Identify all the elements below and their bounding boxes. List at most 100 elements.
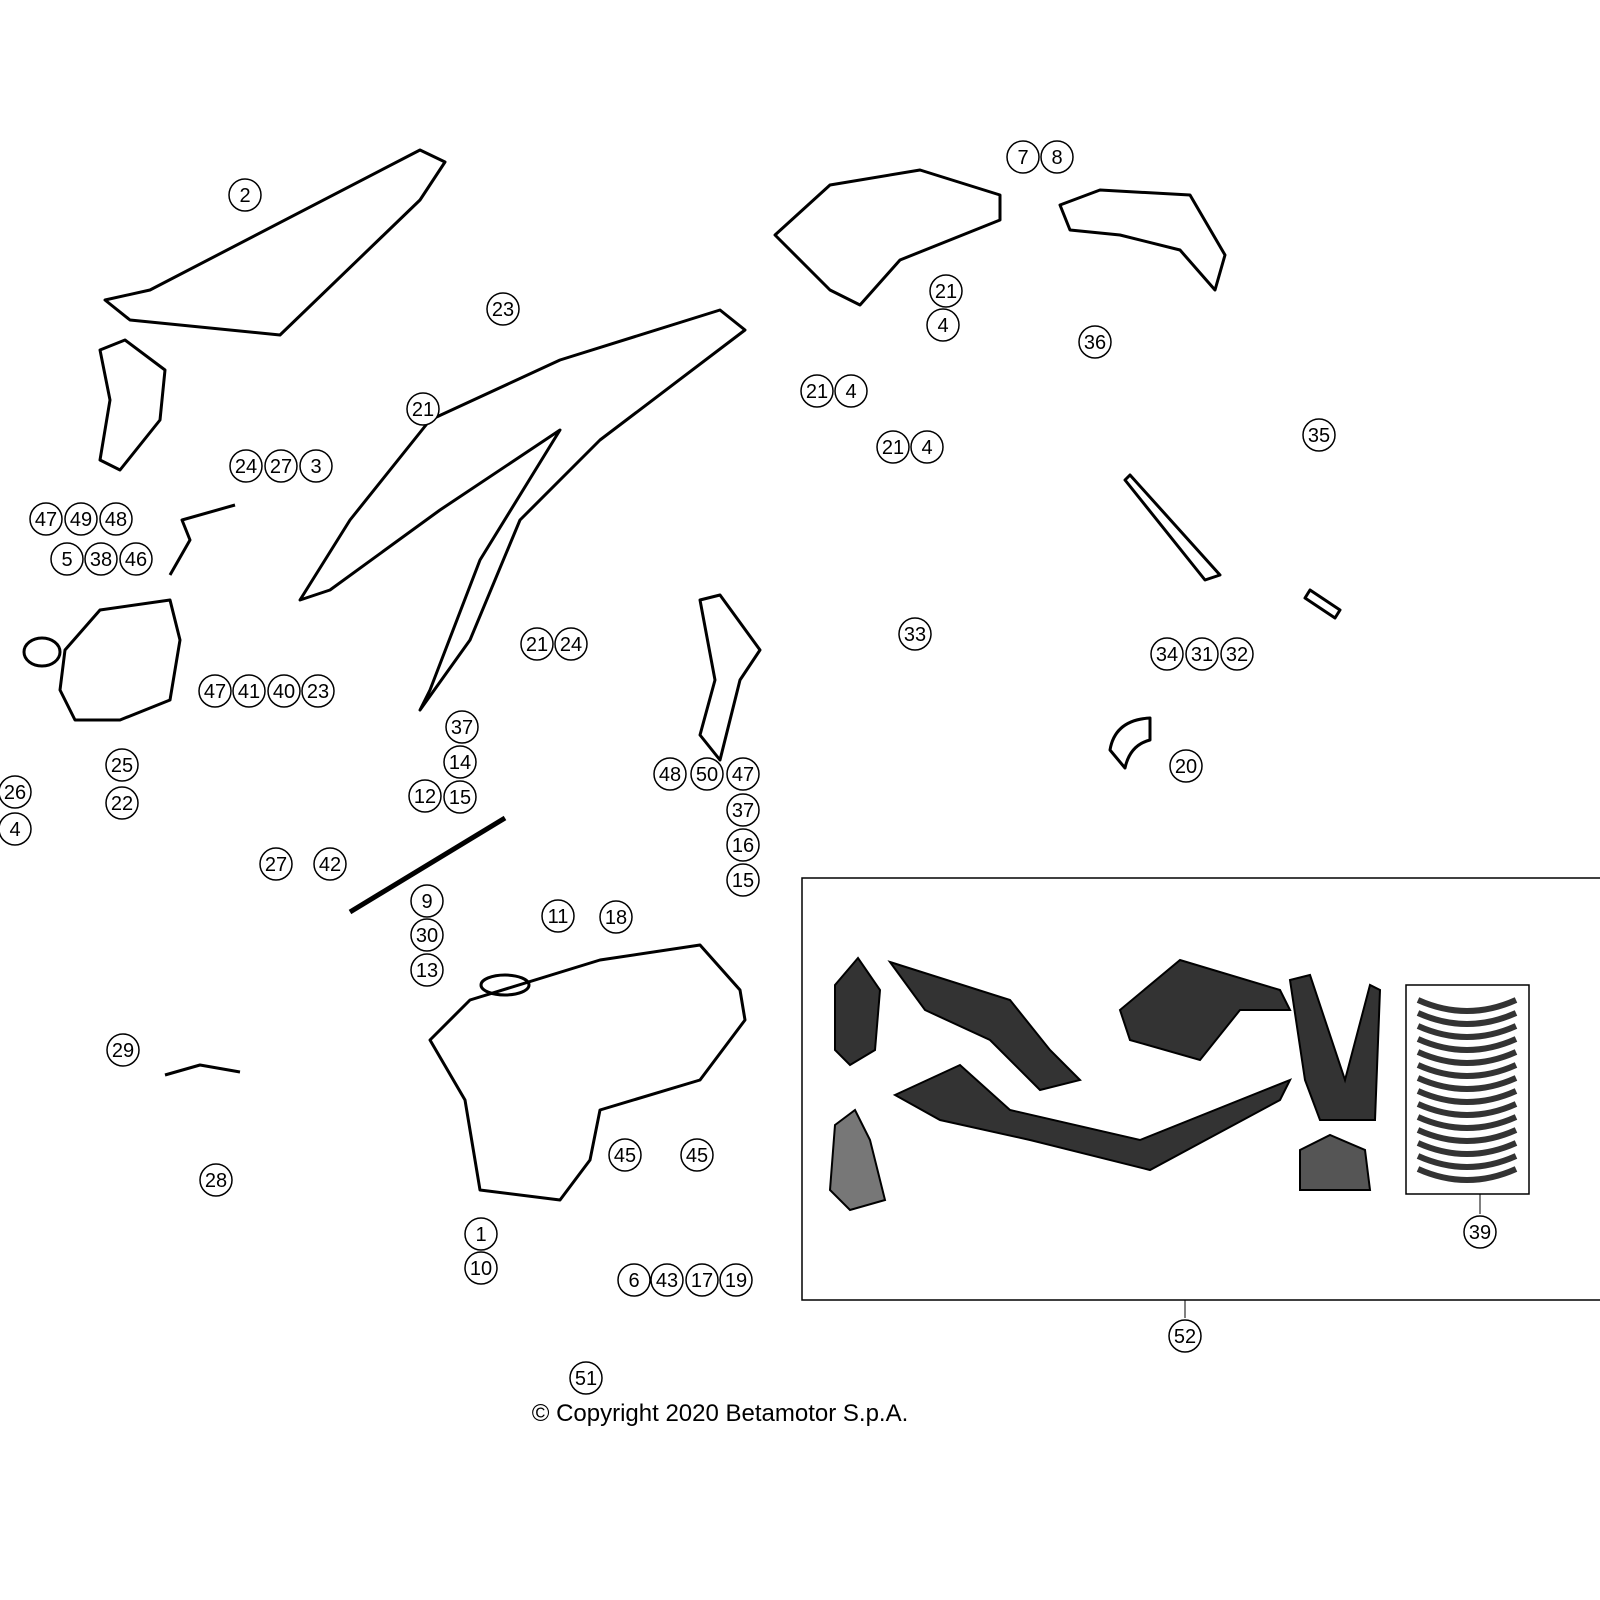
callout-26: 26 bbox=[0, 775, 32, 809]
callout-21: 21 bbox=[800, 374, 834, 408]
callout-circle bbox=[834, 374, 868, 408]
callout-4: 4 bbox=[0, 812, 32, 846]
callout-number: 31 bbox=[1191, 644, 1213, 666]
callout-number: 48 bbox=[105, 509, 127, 531]
callout-number: 39 bbox=[1469, 1222, 1491, 1244]
callout-number: 34 bbox=[1156, 644, 1178, 666]
callout-18: 18 bbox=[599, 900, 633, 934]
callout-circle bbox=[1168, 1319, 1202, 1353]
callout-number: 14 bbox=[449, 752, 471, 774]
callout-number: 26 bbox=[4, 782, 26, 804]
callout-3: 3 bbox=[299, 449, 333, 483]
rim-sticker bbox=[1416, 1127, 1518, 1144]
callout-circle bbox=[84, 542, 118, 576]
callout-number: 7 bbox=[1017, 147, 1028, 169]
callout-11: 11 bbox=[541, 899, 575, 933]
callout-4: 4 bbox=[910, 430, 944, 464]
air-box-side-cover-right bbox=[698, 593, 762, 762]
callout-circle bbox=[464, 1251, 498, 1285]
callout-number: 15 bbox=[449, 787, 471, 809]
decal-front-fender bbox=[1288, 973, 1382, 1121]
callout-2: 2 bbox=[228, 178, 262, 212]
callout-number: 12 bbox=[414, 786, 436, 808]
callout-circle bbox=[199, 1163, 233, 1197]
callout-circle bbox=[1220, 637, 1254, 671]
radiator-expansion-tank bbox=[58, 598, 182, 722]
callout-25: 25 bbox=[105, 748, 139, 782]
callout-number: 38 bbox=[90, 549, 112, 571]
callout-1: 1 bbox=[464, 1217, 498, 1251]
callout-13: 13 bbox=[410, 953, 444, 987]
callout-21: 21 bbox=[929, 274, 963, 308]
callout-48: 48 bbox=[99, 502, 133, 536]
callout-circle bbox=[910, 430, 944, 464]
callout-circle bbox=[410, 918, 444, 952]
callout-47: 47 bbox=[29, 502, 63, 536]
callout-number: 23 bbox=[492, 299, 514, 321]
callout-circle bbox=[408, 779, 442, 813]
front-number-plate bbox=[773, 168, 1002, 307]
callout-number: 19 bbox=[725, 1270, 747, 1292]
callout-circle bbox=[726, 793, 760, 827]
callout-4: 4 bbox=[834, 374, 868, 408]
callout-41: 41 bbox=[232, 674, 266, 708]
callout-51: 51 bbox=[569, 1361, 603, 1395]
callout-circle bbox=[119, 542, 153, 576]
callout-number: 20 bbox=[1175, 756, 1197, 778]
callout-10: 10 bbox=[464, 1251, 498, 1285]
fuel-tank bbox=[428, 943, 747, 1202]
callout-number: 24 bbox=[235, 456, 257, 478]
callout-number: 47 bbox=[732, 764, 754, 786]
rim-sticker bbox=[1416, 1010, 1518, 1027]
callout-circle bbox=[410, 884, 444, 918]
callout-38: 38 bbox=[84, 542, 118, 576]
callout-43: 43 bbox=[650, 1263, 684, 1297]
callout-circle bbox=[105, 748, 139, 782]
callout-circle bbox=[299, 449, 333, 483]
callout-21: 21 bbox=[406, 392, 440, 426]
callout-24: 24 bbox=[554, 627, 588, 661]
callout-48: 48 bbox=[653, 757, 687, 791]
callout-number: 10 bbox=[470, 1258, 492, 1280]
callout-49: 49 bbox=[64, 502, 98, 536]
callout-40: 40 bbox=[267, 674, 301, 708]
callout-34: 34 bbox=[1150, 637, 1184, 671]
callout-circle bbox=[1169, 749, 1203, 783]
decal-side-panel-left bbox=[887, 960, 1082, 1092]
overflow-hose bbox=[168, 503, 236, 576]
callout-circle bbox=[617, 1263, 651, 1297]
rim-sticker bbox=[1416, 1153, 1518, 1170]
callout-circle bbox=[1463, 1215, 1497, 1249]
callout-number: 36 bbox=[1084, 332, 1106, 354]
callout-number: 4 bbox=[9, 819, 20, 841]
callout-number: 45 bbox=[614, 1145, 636, 1167]
callout-number: 30 bbox=[416, 925, 438, 947]
callout-15: 15 bbox=[443, 780, 477, 814]
callout-number: 2 bbox=[239, 185, 250, 207]
callout-circle bbox=[653, 757, 687, 791]
callout-number: 24 bbox=[560, 634, 582, 656]
callout-number: 4 bbox=[921, 437, 932, 459]
decal-fork-guard bbox=[834, 956, 882, 1067]
callout-39: 39 bbox=[1463, 1215, 1497, 1249]
callout-23: 23 bbox=[301, 674, 335, 708]
callout-52: 52 bbox=[1168, 1319, 1202, 1353]
rim-sticker bbox=[1416, 1023, 1518, 1040]
part-drawings bbox=[22, 148, 1342, 1202]
callout-circle bbox=[1185, 637, 1219, 671]
callout-27: 27 bbox=[259, 847, 293, 881]
ignition-clip bbox=[1108, 716, 1152, 770]
callout-number: 16 bbox=[732, 835, 754, 857]
callout-7: 7 bbox=[1006, 140, 1040, 174]
callout-4: 4 bbox=[926, 308, 960, 342]
rim-sticker-box bbox=[1405, 984, 1530, 1195]
breather-tube bbox=[348, 815, 507, 915]
reflector bbox=[1303, 588, 1342, 620]
callout-number: 49 bbox=[70, 509, 92, 531]
callout-circle bbox=[685, 1263, 719, 1297]
callout-number: 43 bbox=[656, 1270, 678, 1292]
decal-shroud-left bbox=[1118, 958, 1292, 1062]
callout-number: 45 bbox=[686, 1145, 708, 1167]
callout-33: 33 bbox=[898, 617, 932, 651]
